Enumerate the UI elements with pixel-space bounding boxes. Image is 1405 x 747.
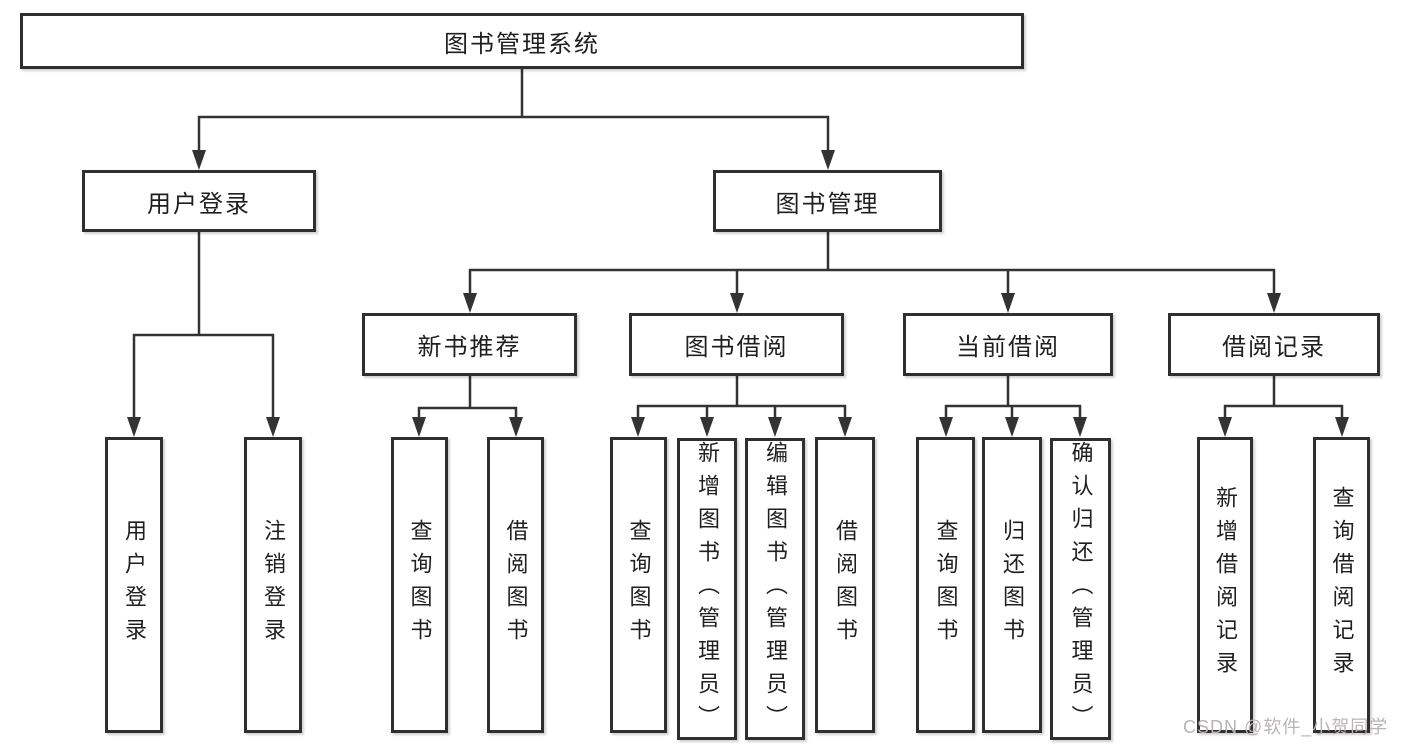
leaf-add-borrow-record-label: 新增借阅记录: [1213, 486, 1238, 684]
arrowheads-user-login: [127, 417, 280, 437]
arrowheads-current-borrowing: [939, 417, 1087, 437]
node-borrowing-records: 借阅记录: [1168, 313, 1380, 376]
arrowheads-borrowing-records: [1218, 417, 1349, 437]
leaf-query-books-current-label: 查询图书: [933, 519, 959, 651]
leaf-borrow-books-label: 借阅图书: [833, 519, 858, 651]
leaf-logout: 注销登录: [244, 437, 302, 733]
node-current-borrowing-label: 当前借阅: [956, 334, 1060, 361]
node-book-borrowing: 图书借阅: [629, 313, 844, 376]
leaf-query-borrow-record: 查询借阅记录: [1313, 437, 1370, 733]
leaf-add-books-admin: 新增图书（管理员）: [677, 438, 737, 740]
node-new-book-recommendation: 新书推荐: [362, 313, 577, 376]
leaf-borrow-books-recommend-label: 借阅图书: [503, 519, 529, 651]
connector-user-login: [132, 232, 275, 419]
node-book-management: 图书管理: [713, 170, 942, 232]
leaf-query-borrow-record-label: 查询借阅记录: [1329, 486, 1355, 684]
arrowheads-root: [192, 150, 835, 170]
connector-new-book-recommendation: [417, 376, 518, 419]
leaf-edit-books-admin-label: 编辑图书（管理员）: [763, 441, 788, 738]
leaf-logout-label: 注销登录: [261, 519, 286, 651]
leaf-return-books: 归还图书: [982, 437, 1042, 733]
leaf-user-login-label: 用户登录: [122, 519, 147, 651]
node-library-management-system-label: 图书管理系统: [444, 30, 600, 58]
arrowheads-new-book-recommendation: [412, 417, 523, 437]
csdn-watermark: CSDN @软件_小贺同学: [1183, 717, 1389, 737]
node-library-management-system: 图书管理系统: [20, 13, 1024, 69]
leaf-confirm-return-admin: 确认归还（管理员）: [1050, 438, 1111, 740]
connector-root-to-level2: [197, 69, 830, 152]
connector-book-borrowing: [636, 376, 847, 419]
leaf-query-books-recommend-label: 查询图书: [407, 519, 433, 651]
leaf-query-books-borrowing-label: 查询图书: [626, 519, 652, 651]
leaf-edit-books-admin: 编辑图书（管理员）: [745, 438, 805, 740]
arrowheads-book-borrowing: [631, 417, 852, 437]
leaf-query-books-current: 查询图书: [916, 437, 975, 733]
leaf-borrow-books: 借阅图书: [815, 437, 875, 733]
leaf-return-books-label: 归还图书: [1000, 519, 1025, 651]
leaf-add-borrow-record: 新增借阅记录: [1197, 437, 1253, 733]
connector-borrowing-records: [1223, 376, 1344, 419]
node-user-login: 用户登录: [82, 170, 316, 232]
node-book-borrowing-label: 图书借阅: [684, 334, 789, 361]
leaf-confirm-return-admin-label: 确认归还（管理员）: [1068, 441, 1094, 738]
leaf-query-books-borrowing: 查询图书: [610, 437, 667, 733]
node-user-login-label: 用户登录: [147, 190, 251, 218]
node-current-borrowing: 当前借阅: [903, 313, 1113, 376]
node-book-management-label: 图书管理: [775, 190, 880, 218]
leaf-borrow-books-recommend: 借阅图书: [487, 437, 544, 733]
connector-book-management: [468, 232, 1276, 295]
node-new-book-recommendation-label: 新书推荐: [417, 334, 522, 361]
connector-current-borrowing: [944, 376, 1082, 419]
leaf-query-books-recommend: 查询图书: [391, 437, 448, 733]
node-borrowing-records-label: 借阅记录: [1222, 334, 1326, 361]
arrowheads-book-management: [463, 293, 1281, 313]
leaf-user-login: 用户登录: [105, 437, 163, 733]
leaf-add-books-admin-label: 新增图书（管理员）: [695, 441, 720, 738]
